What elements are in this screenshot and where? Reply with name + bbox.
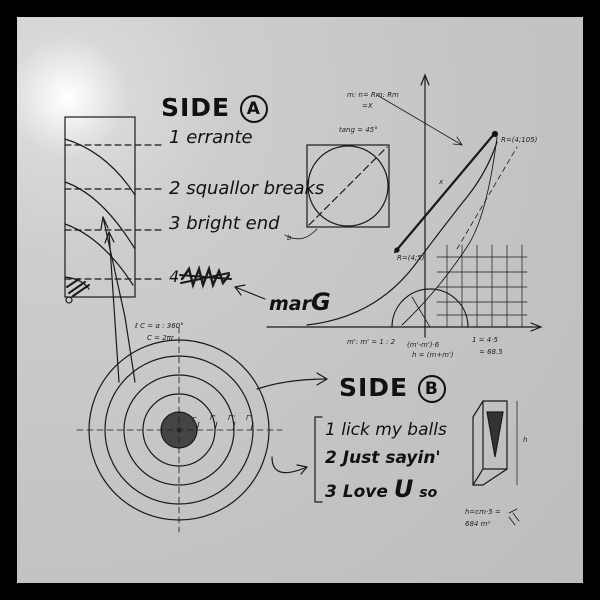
graph-formula: = 68.5 xyxy=(479,348,503,356)
whiteboard: SIDE A 1 errante 2 squallor breaks 3 bri… xyxy=(17,17,583,583)
track-number: 1 xyxy=(169,127,181,148)
prism-height-label: h xyxy=(523,436,528,444)
hatch-mark xyxy=(66,278,90,297)
track-title: Just sayin' xyxy=(342,448,441,468)
side-a-track-4: 4 xyxy=(169,269,179,285)
spindle-mark xyxy=(65,296,73,304)
note-arrow xyxy=(508,508,518,514)
track-emphasis: U xyxy=(393,475,414,503)
radius-ticks xyxy=(196,421,254,431)
side-a-badge: A xyxy=(239,95,268,123)
sketch-drawing xyxy=(64,73,543,533)
bottom-note: 684 m² xyxy=(465,520,491,528)
side-b-title: SIDE B xyxy=(339,375,446,403)
track-number: 1 xyxy=(325,420,336,440)
side-b-title-text: SIDE xyxy=(339,373,409,402)
radius-label: Γ'' xyxy=(228,414,236,422)
track-title: bright end xyxy=(186,213,280,234)
track-number: 4 xyxy=(169,267,180,286)
groove-line xyxy=(64,223,134,286)
side-a-title-text: SIDE xyxy=(161,93,231,122)
track-title: errante xyxy=(186,127,253,148)
prism-face xyxy=(486,411,504,458)
geo-square xyxy=(306,144,390,228)
geo-arc xyxy=(284,228,318,240)
arrow-head xyxy=(296,464,308,475)
geo-diagonal xyxy=(308,146,388,226)
side-a-track-2: 2 squallor breaks xyxy=(169,180,324,198)
track-title: Love xyxy=(342,482,388,502)
graph-point xyxy=(491,130,499,138)
graph-mid-label: x xyxy=(439,178,444,186)
graph-point-label: R=(4;5) xyxy=(397,254,425,262)
arrow-line xyxy=(102,216,136,383)
track-number: 3 xyxy=(169,213,181,234)
groove-line xyxy=(64,181,136,250)
marg-prefix: mar xyxy=(269,293,311,315)
hatch-mark xyxy=(508,512,520,526)
groove-line xyxy=(64,276,90,290)
graph-formula: (m'-m')·6 xyxy=(407,341,440,349)
track-tail: so xyxy=(419,485,438,501)
circle-formula-1: ℓ C = α : 360° xyxy=(135,322,184,330)
side-a-track-1: 1 errante xyxy=(169,129,253,147)
graph-curve xyxy=(401,136,498,326)
record-strip xyxy=(64,116,136,298)
side-a-title: SIDE A xyxy=(161,95,268,123)
radius-label: Γ' xyxy=(246,414,252,422)
graph-dashed xyxy=(456,146,518,250)
arrow-head xyxy=(530,322,543,332)
arrow-head xyxy=(234,284,246,296)
track-title: lick my balls xyxy=(341,420,447,440)
graph-curve xyxy=(306,141,498,326)
track-number: 3 xyxy=(325,482,337,502)
side-b-track-2: 2 Just sayin' xyxy=(325,450,441,467)
graph-semicircle xyxy=(391,288,469,328)
side-b-track-3: 3 Love U so xyxy=(325,477,437,501)
groove-line xyxy=(64,138,136,196)
side-b-badge: B xyxy=(417,375,446,403)
side-b-track-1: 1 lick my balls xyxy=(325,422,447,439)
radius-label: Γ' xyxy=(210,414,216,422)
arrow-head xyxy=(420,73,430,86)
disc-ring xyxy=(123,374,235,486)
graph-formula: 1 = 4·5 xyxy=(472,336,498,344)
track-number: 2 xyxy=(169,178,181,199)
side-a-track-3: 3 bright end xyxy=(169,215,280,233)
arrow-line xyxy=(271,456,308,474)
graph-radius xyxy=(411,296,431,328)
bracket xyxy=(314,416,323,503)
geo-circle xyxy=(307,145,389,227)
prism-edges xyxy=(472,400,508,486)
graph-note: m: n= Rm: Rm xyxy=(347,91,399,99)
arrow-line xyxy=(108,231,120,383)
circle-formula-2: C = 2πr xyxy=(147,334,174,342)
marg-label: marG xyxy=(269,290,331,314)
arrow-head xyxy=(100,216,109,230)
arrow-line xyxy=(256,378,328,390)
graph-formula: m': m' = 1 : 2 xyxy=(347,338,396,346)
graph-formula: h = (m+m') xyxy=(412,351,454,359)
bottom-note: h=cm·5 = xyxy=(465,508,501,516)
arrow-head xyxy=(452,136,463,146)
graph-point-label: R=(4;105) xyxy=(501,136,538,144)
square-corner-label: b xyxy=(287,234,292,242)
marg-suffix: G xyxy=(311,288,331,316)
graph-note: =X xyxy=(362,102,373,110)
arrow-line xyxy=(234,286,266,300)
graph-line xyxy=(393,131,497,254)
graph-grid xyxy=(436,244,528,328)
graph-point xyxy=(394,247,400,253)
track-title: squallor breaks xyxy=(186,178,325,199)
track-number: 2 xyxy=(325,448,337,468)
arrow-head xyxy=(316,372,328,386)
square-label: tang = 45° xyxy=(339,126,378,134)
arrow-line xyxy=(376,94,463,146)
scribble xyxy=(179,272,232,284)
radius-label: Γ xyxy=(192,416,196,424)
